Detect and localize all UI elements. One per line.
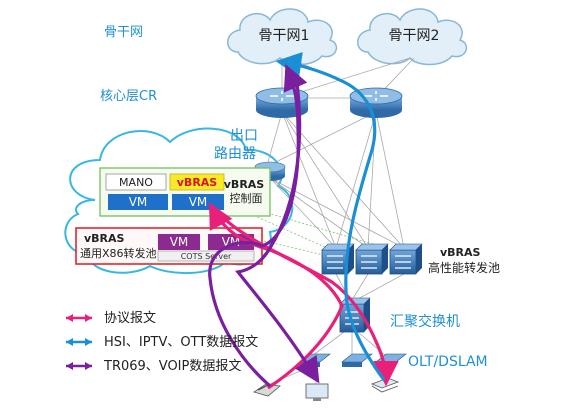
tr069-voip-path	[208, 64, 308, 388]
egress-router-label-2: 路由器	[214, 146, 256, 162]
control-plane-box: MANO vBRAS VM VM vBRAS 控制面	[99, 167, 271, 217]
mano-label: MANO	[119, 176, 153, 189]
control-vm-1: VM	[129, 195, 148, 209]
protocol-packet-path	[208, 202, 344, 390]
control-plane-subtitle: 控制面	[230, 191, 263, 205]
backbone-1-label: 骨干网1	[259, 28, 310, 44]
laptop-icon	[370, 377, 400, 393]
olt-device-2	[341, 353, 373, 367]
legend: 协议报文 HSI、IPTV、OTT数据报文 TR069、VOIP数据报文	[66, 311, 258, 374]
legend-item-tr069: TR069、VOIP数据报文	[66, 359, 241, 374]
tr069-voip-path-down	[235, 75, 320, 384]
x86-vm-1: VM	[170, 235, 189, 249]
hp-switch-1	[321, 243, 355, 275]
protocol-packet-path-return	[212, 207, 399, 387]
core-layer-label: 核心层CR	[100, 89, 157, 104]
desktop-icon	[305, 383, 329, 401]
legend-protocol-label: 协议报文	[104, 311, 156, 326]
cots-server-label: COTS Server	[181, 252, 232, 261]
backbone-cloud-1: 骨干网1	[227, 8, 338, 66]
legend-tr069-label: TR069、VOIP数据报文	[103, 359, 241, 374]
aggregation-switch-label: 汇聚交换机	[390, 313, 460, 330]
hp-switch-3	[389, 243, 423, 275]
hp-switch-2	[355, 243, 389, 275]
control-plane-title: vBRAS	[224, 178, 265, 191]
hp-pool-title: vBRAS	[440, 246, 481, 259]
egress-router-label-1: 出口	[230, 128, 258, 144]
phone-icon	[253, 383, 281, 397]
x86-pool-subtitle: 通用X86转发池	[80, 246, 157, 260]
backbone-layer-label: 骨干网	[104, 25, 143, 40]
control-vm-2: VM	[189, 195, 208, 209]
hsi-iptv-ott-path	[275, 52, 386, 381]
core-router-2	[349, 87, 403, 118]
legend-item-protocol: 协议报文	[66, 311, 156, 326]
x86-pool-box: vBRAS 通用X86转发池 VM VM COTS Server	[75, 227, 263, 265]
x86-pool-title: vBRAS	[84, 232, 125, 245]
olt-label: OLT/DSLAM	[408, 354, 488, 370]
backbone-cloud-2: 骨干网2	[357, 8, 468, 66]
hp-pool-subtitle: 高性能转发池	[428, 260, 500, 275]
legend-hsi-label: HSI、IPTV、OTT数据报文	[104, 335, 258, 350]
backbone-2-label: 骨干网2	[389, 28, 440, 44]
vbras-highlight-label: vBRAS	[177, 176, 218, 189]
legend-item-hsi: HSI、IPTV、OTT数据报文	[66, 335, 258, 350]
